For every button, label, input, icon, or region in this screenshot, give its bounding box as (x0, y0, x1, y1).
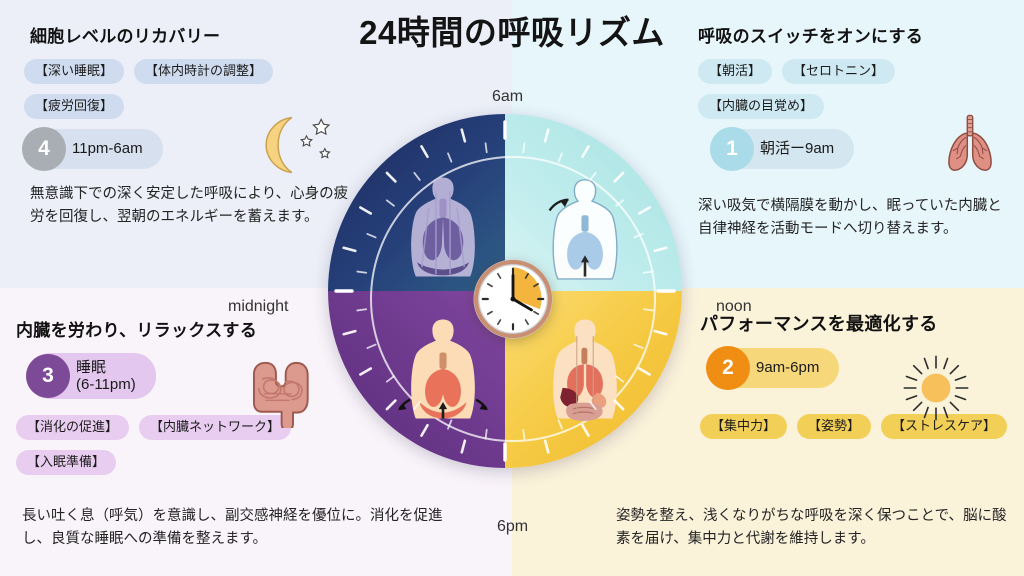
panel-top-left-description: 無意識下での深く安定した呼吸により、心身の疲労を回復し、翌朝のエネルギーを蓄えま… (30, 185, 349, 226)
step-number-badge: 1 (710, 126, 754, 171)
analog-clock-icon (473, 259, 553, 339)
clock-label-midnight: midnight (228, 298, 289, 315)
tag: 【深い睡眠】 (24, 59, 125, 84)
step-number-badge: 3 (26, 354, 70, 398)
panel-top-right-badge: 1 朝活ー9am (710, 126, 1016, 171)
time-range-pill: 1 朝活ー9am (710, 126, 855, 171)
human-body-exhale-evening-figure (398, 319, 488, 419)
panel-bottom-right-badge: 2 9am-6pm (706, 346, 1020, 390)
panel-bottom-left-heading: 内臓を労わり、リラックスする (16, 321, 258, 340)
time-range-pill: 2 9am-6pm (706, 346, 840, 390)
panel-top-left-badge: 4 11pm-6am (22, 126, 354, 171)
human-body-inhale-morning-figure (548, 179, 618, 280)
tag: 【ストレスケア】 (881, 414, 1008, 439)
clock-label-6am: 6am (492, 88, 524, 105)
crescent-moon-icon (265, 116, 331, 174)
tag: 【姿勢】 (797, 414, 872, 439)
panel-top-left: 細胞レベルのリカバリー 【深い睡眠】 【体内時計の調整】 【疲労回復】 4 11… (22, 22, 354, 230)
step-number-badge: 2 (706, 346, 750, 390)
dial-inner-ring (370, 156, 656, 442)
panel-bottom-right: パフォーマンスを最適化する 2 9am-6pm 【集中力】 【姿勢】 【ストレス… (700, 310, 1020, 449)
tag: 【内臓の目覚め】 (698, 93, 825, 119)
panel-bottom-left-badge: 3 睡眠 (6-11pm) (26, 353, 346, 399)
tag: 【消化の促進】 (16, 415, 130, 440)
panel-bottom-right-heading: パフォーマンスを最適化する (700, 314, 938, 334)
panel-bottom-right-tags: 【集中力】 【姿勢】 【ストレスケア】 (700, 414, 1020, 439)
tag: 【入眠準備】 (16, 449, 117, 475)
intestines-icon (252, 361, 309, 428)
panel-top-right: 呼吸のスイッチをオンにする 【朝活】 【セロトニン】 【内臓の目覚め】 1 朝活… (698, 22, 1016, 242)
panel-bottom-left-tags: 【消化の促進】 【内臓ネットワーク】 【入眠準備】 (16, 415, 336, 475)
panel-top-left-tags: 【深い睡眠】 【体内時計の調整】 【疲労回復】 (24, 59, 354, 119)
clock-label-noon: noon (716, 298, 752, 315)
panel-bottom-right-description: 姿勢を整え、浅くなりがちな呼吸を深く保つことで、脳に酸素を届け、集中力と代謝を維… (616, 508, 1007, 548)
clock-tick-ring (334, 120, 676, 462)
tag: 【セロトニン】 (782, 59, 896, 84)
clock-dial (328, 114, 682, 468)
time-range-pill: 3 睡眠 (6-11pm) (26, 353, 156, 399)
human-body-organs-day-figure (553, 319, 617, 421)
time-range-label: 11pm-6am (72, 140, 143, 158)
sun-icon (903, 355, 969, 421)
time-range-label: 朝活ー9am (760, 140, 835, 158)
panel-top-left-heading: 細胞レベルのリカバリー (30, 27, 221, 46)
panel-top-right-description: 深い吸気で横隔膜を動かし、眠っていた内臓と自律神経を活動モードへ切り替えます。 (698, 197, 1002, 238)
page-title: 24時間の呼吸リズム (359, 14, 665, 51)
panel-bottom-left-description: 長い吐く息（呼気）を意識し、副交感神経を優位に。消化を促進し、良質な睡眠への準備… (22, 508, 443, 548)
tag: 【朝活】 (698, 59, 773, 84)
tag: 【疲労回復】 (24, 93, 125, 119)
step-number-badge: 4 (22, 126, 66, 171)
panel-top-right-heading: 呼吸のスイッチをオンにする (698, 27, 924, 46)
time-range-label: 9am-6pm (756, 359, 820, 377)
time-range-pill: 4 11pm-6am (22, 126, 163, 171)
time-range-label-line1: 睡眠 (76, 358, 107, 376)
panel-bottom-left: 内臓を労わり、リラックスする 3 睡眠 (6-11pm) 【消化の促進】 【内臓… (16, 316, 346, 485)
panel-top-right-tags: 【朝活】 【セロトニン】 【内臓の目覚め】 (698, 59, 1016, 119)
tag: 【内臓ネットワーク】 (139, 415, 292, 440)
tag: 【集中力】 (700, 414, 788, 439)
time-range-label-line2: (6-11pm) (76, 376, 136, 393)
lungs-icon (948, 114, 992, 171)
human-body-respiratory-night-figure (411, 177, 475, 277)
clock-label-6pm: 6pm (497, 518, 529, 535)
time-range-label: 睡眠 (6-11pm) (76, 359, 136, 394)
circadian-clock-diagram (320, 106, 690, 476)
tag: 【体内時計の調整】 (134, 59, 274, 84)
